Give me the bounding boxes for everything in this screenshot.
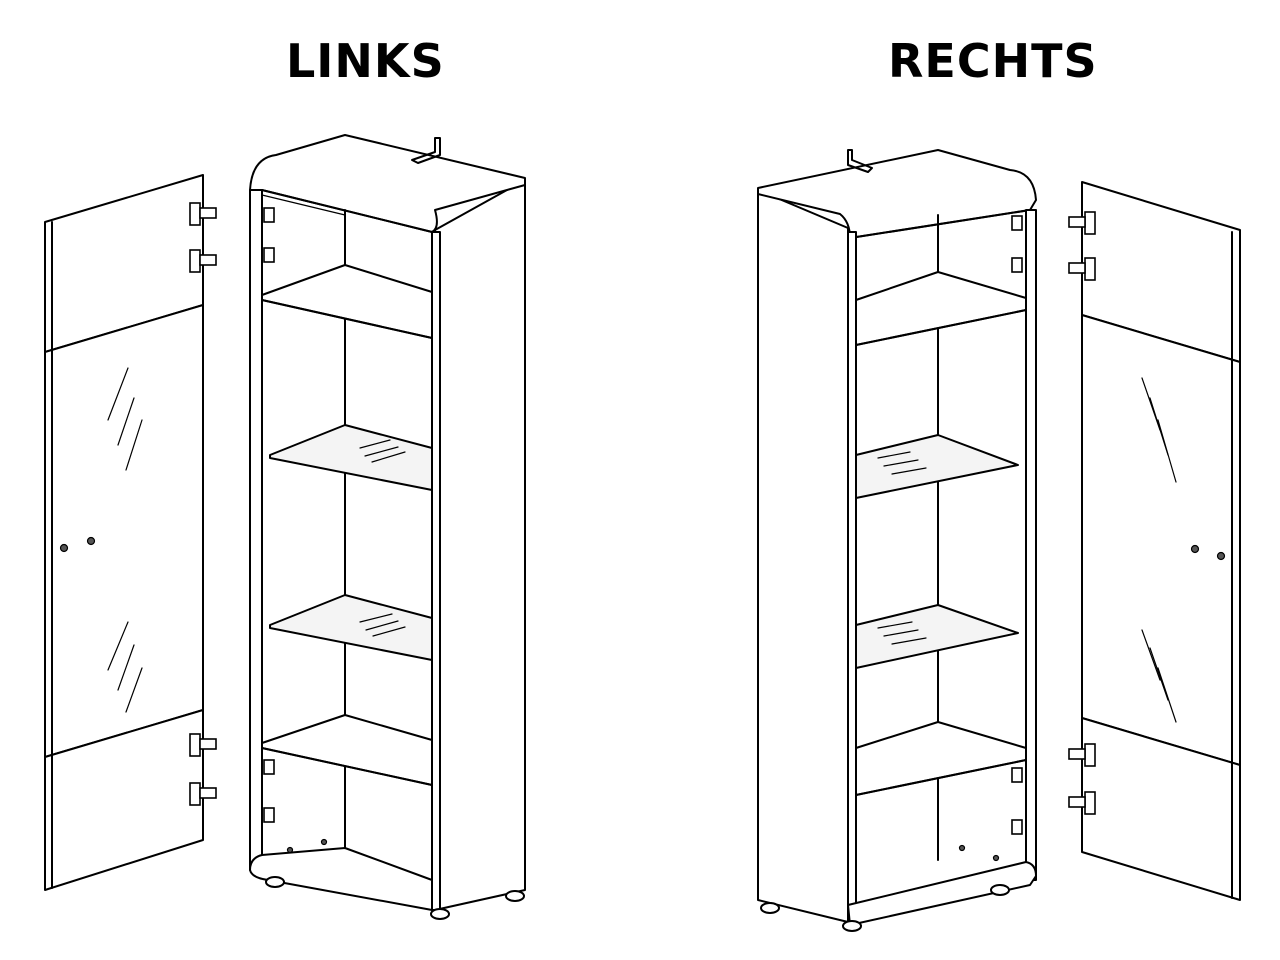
cabinet-base: [249, 847, 433, 911]
door-knob-hole: [86, 536, 96, 546]
foot: [430, 908, 450, 920]
wall-bracket-icon: [411, 137, 441, 164]
door-bottom-panel: [44, 709, 204, 891]
glass-shelf: [269, 594, 433, 661]
front-frame-left: [249, 189, 263, 871]
door-glass-panel: [44, 304, 204, 758]
door-right: [1068, 181, 1241, 901]
cabinet-right-variant: [757, 149, 1241, 932]
hinge-icon: [1068, 257, 1096, 281]
hinge-icon: [1068, 791, 1096, 815]
hinge-icon: [189, 782, 217, 806]
hinge-icon: [189, 733, 217, 757]
door-knob-hole: [59, 543, 69, 553]
glass-shelf: [269, 424, 433, 491]
cabinet-base: [847, 861, 1037, 926]
hinge-mount-icon: [1011, 215, 1023, 835]
foot: [760, 902, 780, 914]
label-links: LINKS: [286, 34, 445, 88]
door-glass-panel: [1081, 314, 1241, 766]
cabinet-body-left: [249, 134, 526, 920]
hinge-icon: [1068, 743, 1096, 767]
foot: [505, 890, 525, 902]
front-frame-right: [431, 231, 441, 911]
hinge-icon: [189, 249, 217, 273]
door-left: [44, 174, 217, 891]
wood-shelf: [261, 714, 433, 786]
door-knob-hole: [1190, 544, 1200, 554]
cabinet-body-right: [757, 149, 1037, 932]
label-rechts: RECHTS: [888, 34, 1098, 88]
hinge-mount-icon: [263, 207, 275, 823]
foot: [990, 884, 1010, 896]
glass-shelf: [855, 434, 1019, 499]
cabinet-top: [249, 134, 526, 233]
foot: [842, 920, 862, 932]
side-panel: [434, 179, 526, 911]
glass-shelf: [855, 604, 1019, 669]
front-frame-left: [847, 231, 857, 921]
side-panel: [757, 189, 849, 923]
wood-shelf: [261, 264, 433, 339]
door-knob-hole: [1216, 551, 1226, 561]
hinge-icon: [189, 202, 217, 226]
wood-shelf: [855, 721, 1027, 796]
hinge-icon: [1068, 211, 1096, 235]
foot: [265, 876, 285, 888]
front-frame-right: [1025, 209, 1037, 881]
wood-shelf: [855, 271, 1027, 346]
wall-bracket-icon: [847, 149, 873, 173]
cabinet-left-variant: [44, 134, 526, 920]
